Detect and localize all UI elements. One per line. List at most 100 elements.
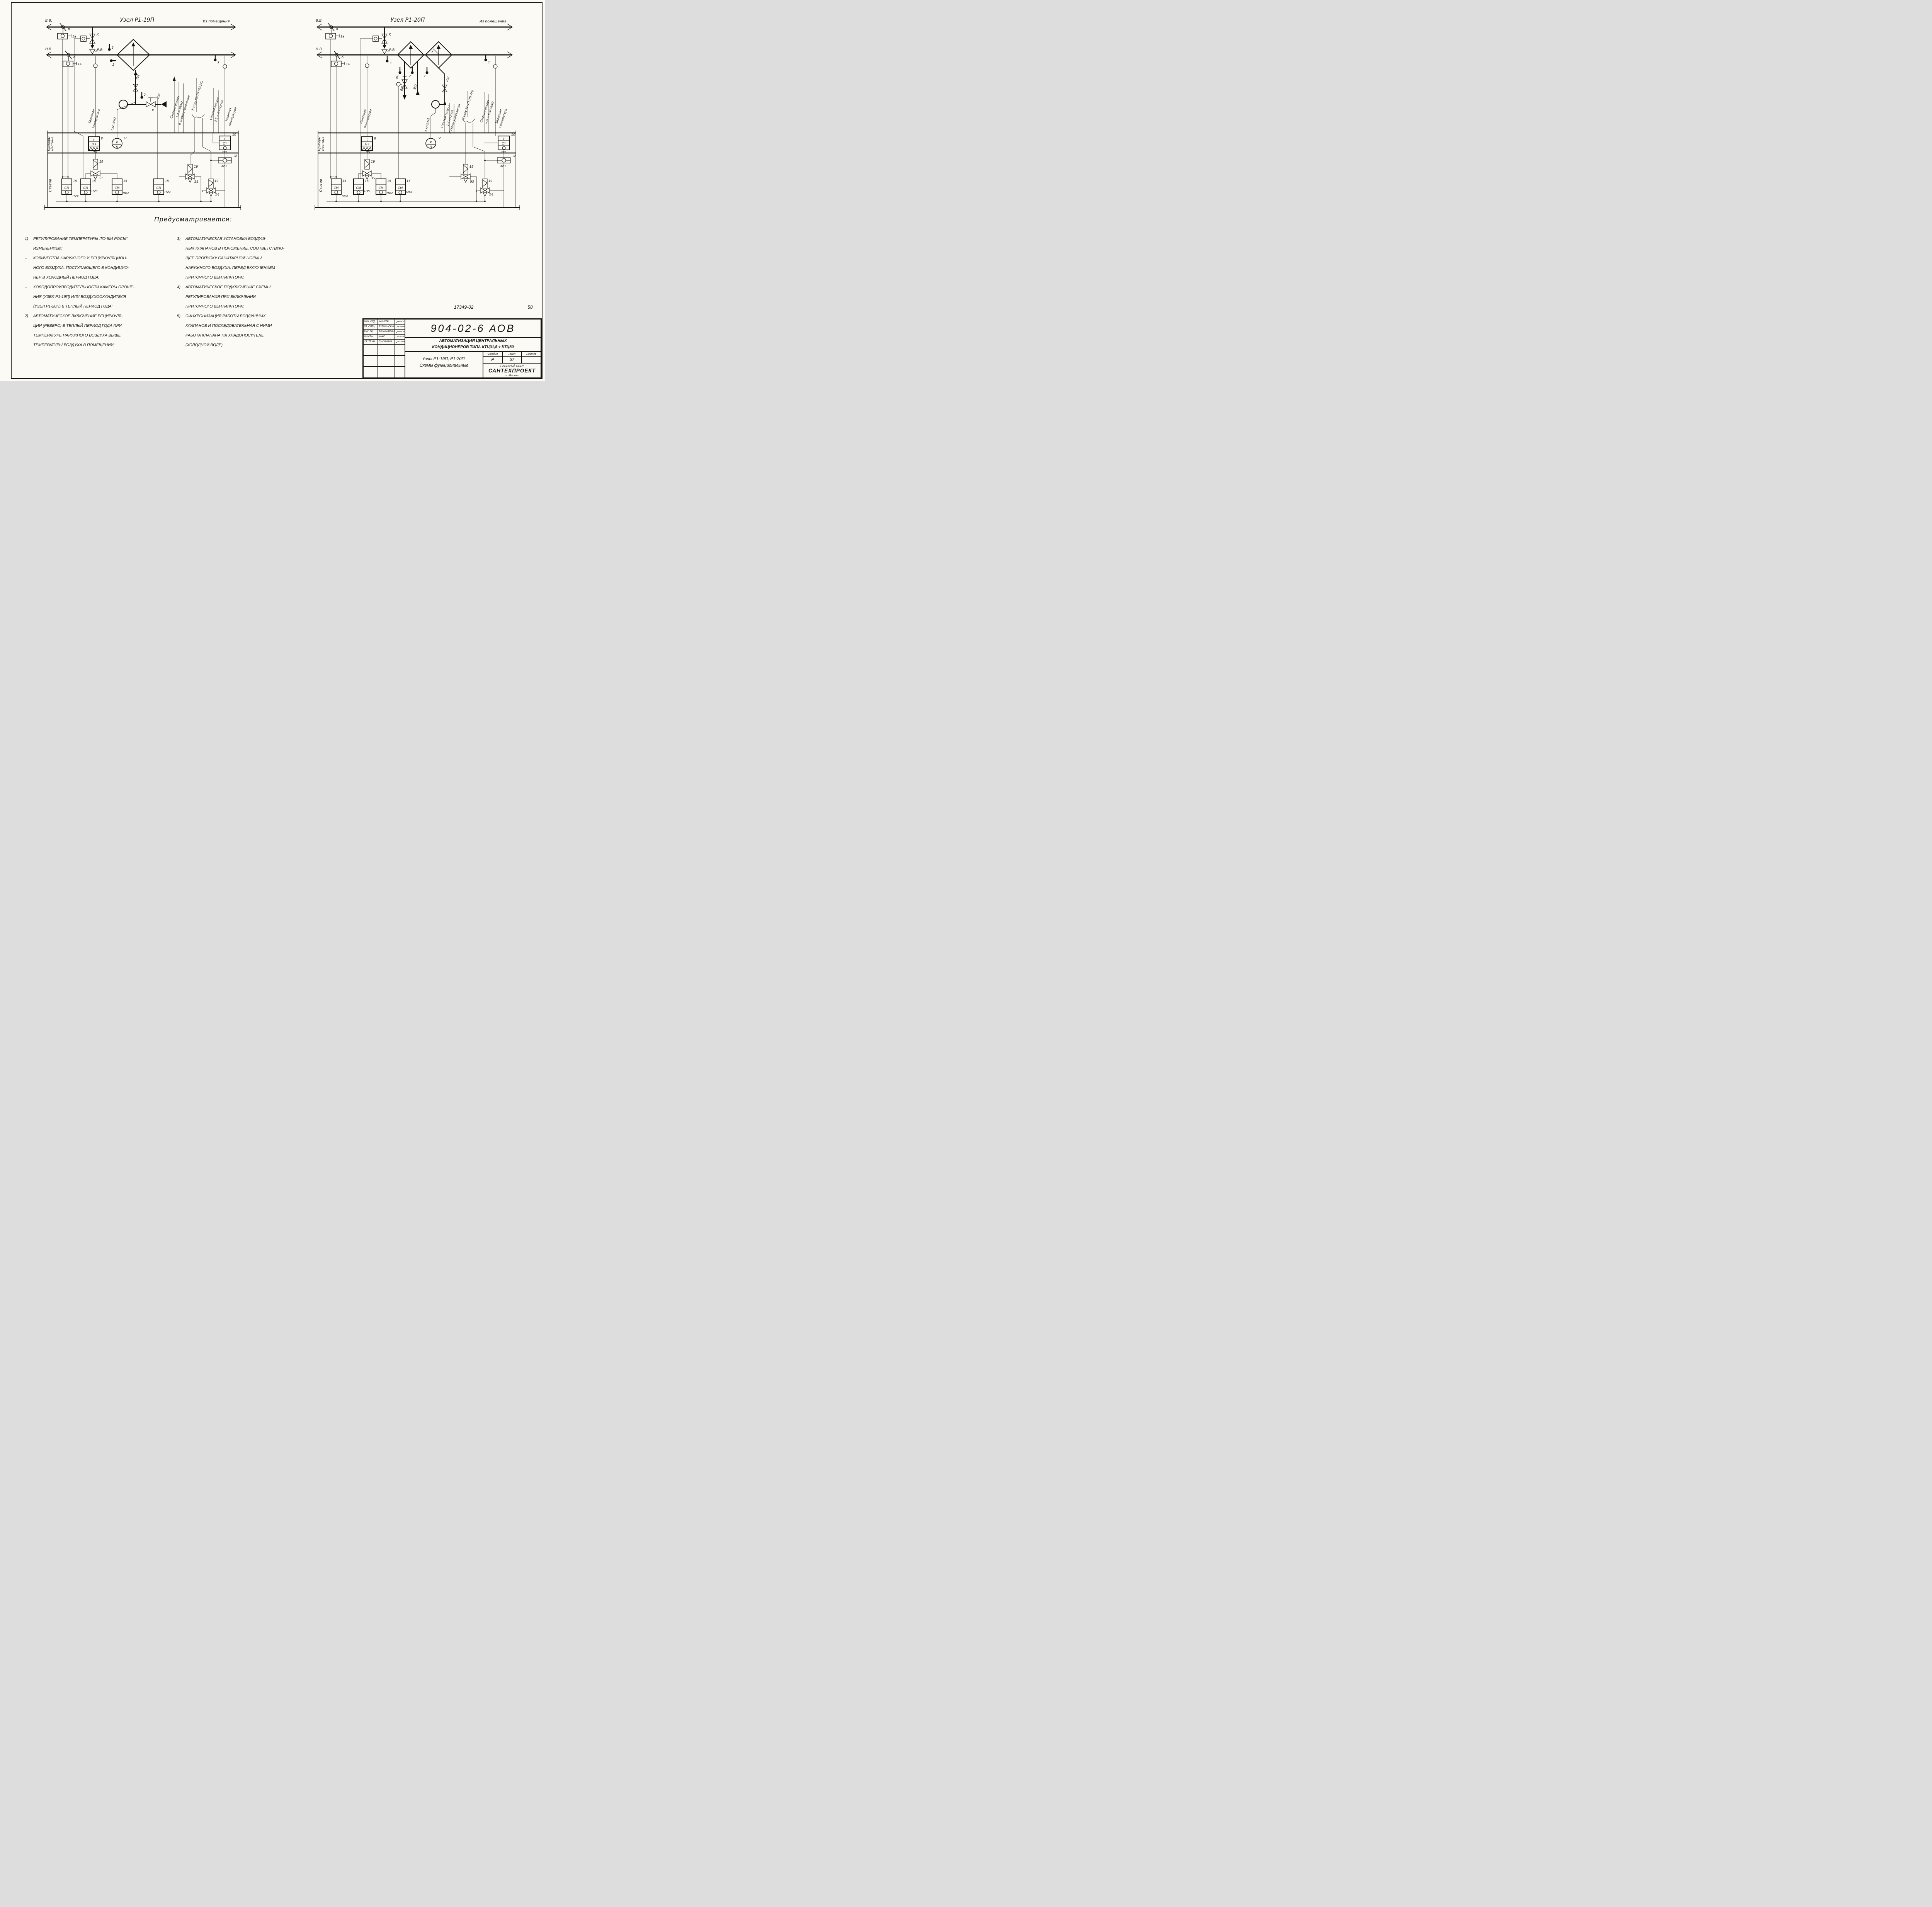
project-title: АВТОМАТИЗАЦИЯ ЦЕНТРАЛЬНЫХ КОНДИЦИОНЕРОВ …	[405, 338, 541, 352]
svg-text:К: К	[336, 27, 338, 31]
note-text: НИЯ (УЗЕЛ Р1-19П) ИЛИ ВОЗДУХООХЛАДИТЕЛЯ	[33, 295, 126, 299]
svg-text:3: 3	[217, 61, 219, 64]
note-text: ЦИИ (РЕВЕРС) В ТЕПЛЫЙ ПЕРИОД ГОДА ПРИ	[33, 324, 122, 328]
note-line: РЕГУЛИРОВАНИЯ ПРИ ВКЛЮЧЕНИИ	[177, 292, 335, 302]
note-line: ТЕМПЕРАТУРЫ ВОЗДУХА В ПОМЕЩЕНИИ;	[25, 340, 179, 350]
thermometer-3-left: 3	[108, 44, 114, 51]
svg-text:ПЗ: ПЗ	[365, 143, 369, 146]
svg-text:15: 15	[165, 179, 169, 183]
compressed-air-14: Сжатый воздух 1,4 кгс/см2 В схему управл…	[440, 100, 461, 134]
svg-text:15: 15	[365, 179, 369, 183]
note-marker	[177, 292, 185, 302]
svg-text:15: 15	[92, 179, 96, 183]
sig-sign	[395, 319, 405, 324]
a-point-label: а	[388, 49, 389, 53]
sm-block-pf4: СМ 15 ПФ4	[80, 178, 98, 201]
svg-text:ТР1: ТР1	[222, 151, 227, 154]
note-text: ХОЛОДОПРОИЗВОДИТЕЛЬНОСТИ КАМЕРЫ ОРОШЕ-	[33, 285, 135, 289]
v0-water-line: В/0	[413, 61, 420, 95]
sm-block-pf2: СМ 15 ПФ2	[112, 178, 129, 201]
project-title-line2: КОНДИЦИОНЕРОВ ТИПА КТЦ31,5 ÷ КТЦ80	[432, 345, 514, 349]
valve-e3: 19 Э3	[449, 164, 477, 201]
from-room-label: Из помещения	[203, 20, 230, 24]
sm-block-pf5: СМ 15 ПФ5	[61, 178, 79, 201]
note-line: 4) АВТОМАТИЧЕСКОЕ ПОДКЛЮЧЕНИЕ СХЕМЫ	[177, 282, 335, 292]
svg-text:Статив: Статив	[319, 179, 323, 192]
note-text: НЫХ КЛАПАНОВ В ПОЛОЖЕНИЕ, СООТВЕТСТВУЮ-	[185, 246, 284, 251]
svg-text:19: 19	[194, 165, 198, 168]
note-marker	[25, 292, 33, 302]
recirculation-branch: Р.В. К	[360, 27, 396, 179]
note-text: АВТОМАТИЧЕСКАЯ УСТАНОВКА ВОЗДУШ-	[185, 237, 266, 241]
valve-e3: 19 Э3	[179, 164, 201, 201]
note-marker	[177, 244, 185, 253]
nv-damper-valve: К 1а	[331, 51, 350, 179]
room-temp-sensor: Заданная температура	[493, 56, 508, 136]
svg-text:ПФ2: ПФ2	[123, 192, 129, 195]
note-text: РАБОТА КЛАПАНА НА ХЛАДОНОСИТЕЛЕ	[185, 333, 264, 338]
org-name: САНТЕХПРОЕКТ	[488, 368, 536, 374]
svg-text:а: а	[202, 189, 204, 192]
svg-text:t: t	[93, 138, 95, 141]
sig-name: ФИНГЕР	[378, 319, 395, 324]
note-line: НОГО ВОЗДУХА, ПОСТУПАЮЩЕГО В КОНДИЦИО-	[25, 263, 179, 273]
valve-e4: 19 Э4 а	[476, 178, 504, 201]
manometer-rp: Р П 12	[425, 136, 441, 149]
note-marker: 2)	[25, 314, 29, 318]
air-cooler-diamond-1	[397, 41, 425, 69]
svg-text:3: 3	[389, 61, 391, 65]
stativ-bus	[56, 176, 212, 202]
svg-text:местные: местные	[51, 137, 54, 151]
note-text: СИНХРОНИЗАЦИЯ РАБОТЫ ВОЗДУШНЫХ	[185, 314, 266, 318]
svg-text:15: 15	[73, 179, 77, 183]
stativ-bus	[327, 176, 486, 202]
manometer-rp: Р П 12	[112, 136, 127, 149]
note-marker	[177, 331, 185, 340]
sig-sign	[395, 324, 405, 329]
note-marker: 4)	[177, 285, 181, 289]
svg-text:П: П	[430, 145, 432, 149]
svg-text:К: К	[152, 109, 154, 112]
svg-text:Э4: Э4	[215, 193, 219, 196]
project-title-line1: АВТОМАТИЗАЦИЯ ЦЕНТРАЛЬНЫХ	[439, 339, 507, 343]
svg-text:ПФ4: ПФ4	[92, 189, 98, 192]
note-text: ПРИТОЧНОГО ВЕНТИЛЯТОРА;	[185, 275, 244, 280]
to-node-r2-line: К узлу Р2-1П (Р2-2П)	[190, 78, 211, 178]
svg-text:Ст: Ст	[223, 142, 227, 145]
compressed-air-356: Сжатый воздух 3,5 ÷ 6 кгс/см2	[209, 88, 224, 133]
sig-row: ИНЖЕН. ФУКС	[363, 334, 405, 339]
svg-text:15: 15	[123, 179, 127, 183]
svg-text:К узлу Р2-1П (Р2-2П): К узлу Р2-1П (Р2-2П)	[191, 80, 204, 111]
vv-label: В.В.	[45, 19, 52, 23]
dewpoint-sensor: Заданная температура	[359, 56, 372, 137]
svg-text:t: t	[366, 138, 368, 141]
note-marker	[177, 340, 185, 350]
stage-header-row: Стадия Лист Листов	[483, 352, 541, 356]
sheets-value	[522, 356, 541, 363]
v2-water-line: В/2	[133, 70, 140, 104]
org-parent: ГОССТРОЙ СССР	[500, 365, 524, 367]
svg-text:10: 10	[232, 133, 236, 136]
svg-text:19: 19	[214, 179, 218, 183]
instrument-rows-frame: Приборы местные Статив	[315, 131, 520, 210]
svg-text:СМ: СМ	[398, 186, 403, 190]
signature	[396, 331, 405, 333]
note-marker: –	[25, 256, 27, 260]
signature	[396, 335, 405, 338]
note-marker: 3)	[177, 237, 181, 241]
svg-text:19: 19	[469, 165, 473, 168]
sm-block-pf5: СМ 15 ПФ5	[331, 178, 348, 201]
note-marker: –	[25, 285, 27, 289]
block-bp1: 2б БП1	[210, 155, 237, 207]
svg-text:19: 19	[99, 160, 103, 163]
sm-block-pf4: СМ 15 ПФ4	[353, 178, 371, 201]
subtitle-line2: Схемы функциональные	[419, 363, 469, 368]
note-text: ПРИТОЧНОГО ВЕНТИЛЯТОРА;	[185, 304, 244, 309]
svg-text:2: 2	[144, 93, 146, 97]
note-line: – ХОЛОДОПРОИЗВОДИТЕЛЬНОСТИ КАМЕРЫ ОРОШЕ-	[25, 282, 179, 292]
org-city: г. Москва	[505, 374, 519, 377]
svg-text:СМ: СМ	[115, 186, 120, 190]
note-marker	[25, 263, 33, 273]
thermometer-3-left: 3	[386, 56, 391, 65]
note-marker	[177, 302, 185, 311]
